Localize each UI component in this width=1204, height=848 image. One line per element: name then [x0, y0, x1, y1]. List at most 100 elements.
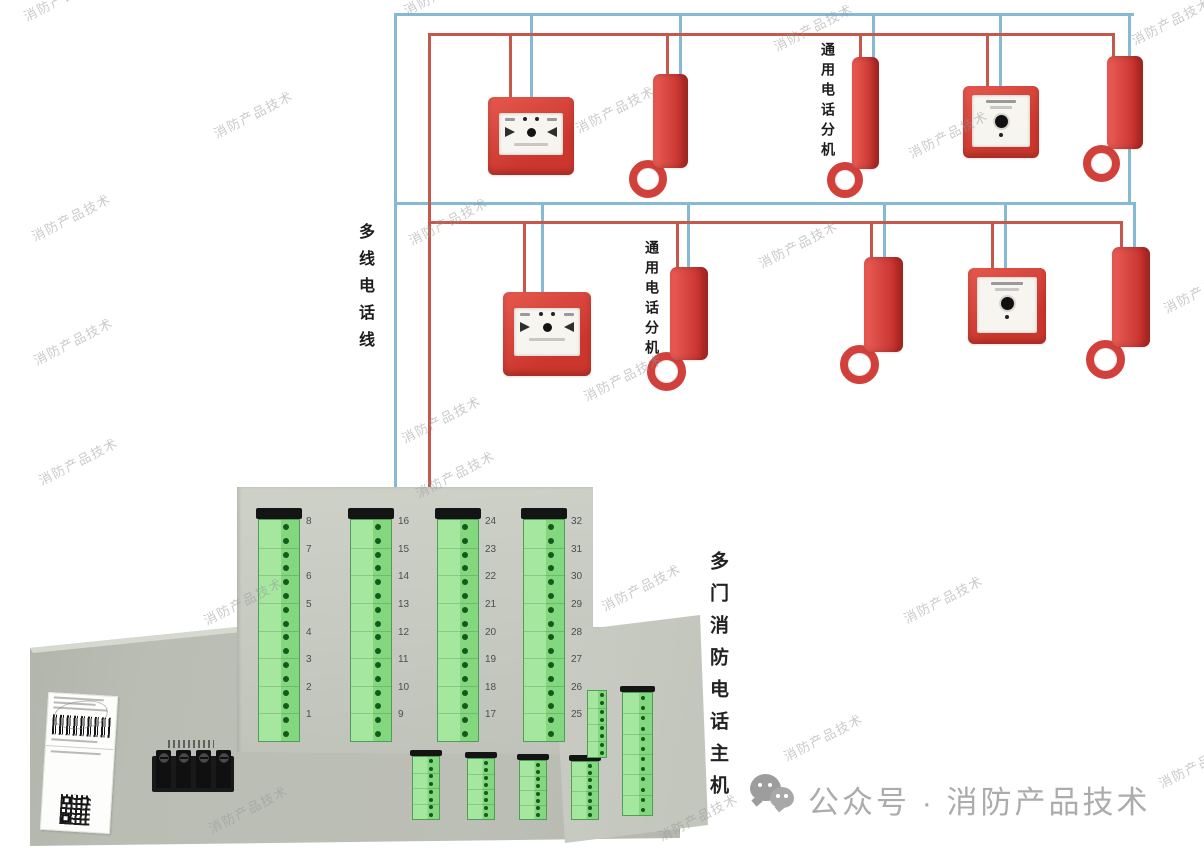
fire-phone-jack-socket-2 — [968, 268, 1046, 344]
terminal-number: 27 — [571, 654, 583, 666]
telephone-wire-red — [1120, 221, 1123, 252]
watermark-text: 消防产品技术 — [31, 315, 116, 369]
fire-phone-jack-button-1 — [488, 97, 574, 175]
terminal-pin — [462, 648, 468, 654]
terminal-number: 32 — [571, 516, 583, 527]
terminal-number: 20 — [485, 626, 497, 638]
terminal-pin — [375, 524, 381, 530]
terminal-strip — [587, 690, 607, 758]
terminal-pin — [536, 813, 540, 817]
terminal-pin — [375, 607, 381, 613]
terminal-pin — [548, 524, 554, 530]
terminal-pin — [462, 703, 468, 709]
strip-body — [519, 760, 547, 820]
terminal-number: 7 — [306, 543, 312, 555]
watermark-text: 消防产品技术 — [400, 0, 486, 19]
terminal-pin — [462, 524, 468, 530]
product-label — [39, 691, 119, 835]
terminal-pin — [462, 621, 468, 627]
arrow-icon — [547, 127, 557, 137]
indicator-dot — [526, 127, 536, 137]
telephone-wire-red — [523, 221, 526, 297]
terminal-pin — [536, 770, 540, 774]
strip-cap — [256, 508, 302, 519]
terminal-strip — [569, 755, 601, 820]
terminal-number: 25 — [571, 709, 583, 721]
terminal-pin — [462, 579, 468, 585]
terminal-pin — [548, 648, 554, 654]
terminal-pin — [641, 767, 645, 771]
terminal-pin — [462, 731, 468, 737]
terminal-pin — [375, 593, 381, 599]
power-terminal-label — [168, 740, 214, 748]
fire-phone-handset-2 — [852, 57, 879, 169]
terminal-number: 30 — [571, 571, 583, 583]
handset-hook-2 — [827, 162, 863, 198]
terminal-pin — [283, 676, 289, 682]
terminal-pin — [375, 579, 381, 585]
telephone-wire-blue — [1133, 202, 1136, 252]
terminal-pin — [283, 607, 289, 613]
terminal-pin — [375, 538, 381, 544]
terminal-number: 24 — [485, 516, 497, 527]
terminal-number: 5 — [306, 598, 312, 610]
terminal-number: 31 — [571, 543, 583, 555]
handset-hook-3 — [1083, 145, 1120, 182]
terminal-number: 16 — [398, 516, 410, 527]
terminal-pin — [375, 676, 381, 682]
label-multiline-phone-line: 多线电话线 — [356, 223, 373, 358]
telephone-wire-red — [509, 33, 512, 100]
terminal-number: 8 — [306, 516, 312, 527]
terminal-pin — [429, 813, 433, 817]
terminal-pin — [462, 538, 468, 544]
terminal-pin — [462, 593, 468, 599]
terminal-pin — [588, 764, 592, 768]
indicator-dot — [542, 322, 552, 332]
terminal-pin — [283, 717, 289, 723]
terminal-pin — [641, 777, 645, 781]
telephone-wire-blue — [394, 13, 1134, 16]
terminal-pin — [375, 565, 381, 571]
terminal-pin — [375, 648, 381, 654]
terminal-number: 29 — [571, 598, 583, 610]
terminal-number: 11 — [398, 654, 409, 666]
terminal-pin — [600, 701, 604, 705]
terminal-pin — [548, 703, 554, 709]
terminal-strip — [521, 508, 567, 742]
terminal-number: 26 — [571, 681, 583, 693]
jack-panel — [514, 308, 580, 356]
terminal-pin — [283, 662, 289, 668]
telephone-wire-red — [859, 33, 862, 60]
terminal-pin — [484, 761, 488, 765]
terminal-number: 9 — [398, 709, 404, 721]
telephone-wire-blue — [530, 13, 533, 100]
terminal-number: 22 — [485, 571, 497, 583]
strip-body — [622, 692, 653, 816]
terminal-number: 4 — [306, 626, 312, 638]
strip-cap — [410, 750, 442, 756]
terminal-pin — [548, 731, 554, 737]
terminal-number: 3 — [306, 654, 312, 666]
watermark-text: 消防产品技术 — [599, 561, 684, 615]
arrow-icon — [564, 322, 574, 332]
telephone-wire-blue — [999, 13, 1002, 90]
terminal-pin — [375, 662, 381, 668]
terminal-pin — [548, 634, 554, 640]
phone-jack-port — [1000, 297, 1014, 310]
jack-panel — [499, 113, 563, 155]
strip-cap — [517, 754, 549, 760]
watermark-text: 消防产品技术 — [901, 573, 986, 627]
jack-panel — [972, 95, 1030, 147]
terminal-pin — [641, 747, 645, 751]
watermark-text: 消防产品技术 — [771, 1, 856, 55]
watermark-text: 消防产品技术 — [211, 88, 296, 142]
handset-hook-5 — [840, 345, 879, 384]
telephone-wire-blue — [1004, 202, 1007, 274]
terminal-number: 14 — [398, 571, 410, 583]
terminal-pin — [641, 788, 645, 792]
terminal-pin — [484, 776, 488, 780]
telephone-wire-red — [991, 221, 994, 274]
terminal-pin — [548, 676, 554, 682]
terminal-pin — [283, 524, 289, 530]
